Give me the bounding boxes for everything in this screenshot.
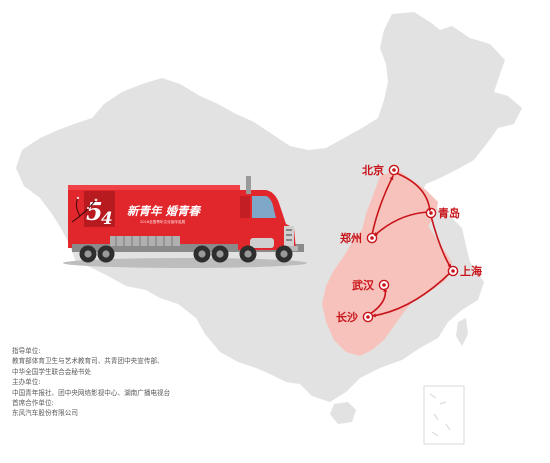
route-arrowhead (374, 232, 379, 236)
plum-blossom-icon (71, 197, 97, 223)
city-label-shanghai: 上海 (460, 264, 482, 278)
city-marker-dot (370, 236, 374, 240)
credits-line: 首席合作单位: (12, 399, 54, 408)
truck-logo-number: 5 (86, 197, 103, 226)
city-label-beijing: 北京 (362, 163, 384, 177)
route-qingdao-zhengzhou (373, 211, 429, 237)
route-arrowhead (383, 288, 388, 292)
city-label-qingdao: 青岛 (438, 206, 460, 220)
credits-line: 中国青年报社、团中央网络影视中心、湖南广播电视台 (12, 388, 171, 397)
truck-chassis (72, 244, 304, 252)
truck-banner-subtitle: 2018全国青年文化宣传巡展 (140, 219, 185, 224)
city-marker-dot (429, 211, 433, 215)
city-label-changsha: 长沙 (336, 310, 358, 324)
truck-illustration: 5 4 新青年 婚青春 2018全国青年文化宣传巡展 (63, 176, 307, 268)
credits-block: 指导单位: 教育部体育卫生与艺术教育司、共青团中央宣传部、中华全国学生联合会秘书处… (12, 346, 312, 419)
route-arrowhead (447, 263, 451, 268)
city-label-wuhan: 武汉 (352, 278, 375, 292)
truck-exhaust (246, 176, 251, 194)
truck-logo-block (84, 191, 115, 227)
truck-logo-number-2: 4 (101, 209, 113, 229)
credits-line: 教育部体育卫生与艺术教育司、共青团中央宣传部、 (12, 357, 164, 366)
credits-line: 东风汽车股份有限公司 (12, 409, 78, 418)
route-arrowhead (427, 208, 432, 212)
route-arrowhead (372, 313, 376, 318)
credits-line: 指导单位: (12, 347, 41, 355)
highlight-region (322, 170, 452, 356)
truck-banner-title: 新青年 婚青春 (127, 204, 202, 218)
credits-line: 中华全国学生联合会秘书处 (12, 367, 92, 376)
hainan-island (330, 402, 356, 424)
city-marker-dot (392, 168, 396, 172)
city-marker-dot (382, 283, 386, 287)
truck-fuel-tank (250, 238, 274, 248)
route-shanghai-changsha (371, 271, 452, 317)
truck-wheels (79, 245, 293, 263)
route-beijing-qingdao (395, 172, 431, 213)
taiwan-island (456, 318, 468, 346)
city-marker-dot (366, 315, 370, 319)
south-china-sea-inset (423, 385, 465, 445)
blossom-dots (76, 196, 98, 210)
route-arrowhead (389, 176, 394, 181)
city-marker-dot (451, 269, 455, 273)
route-zhengzhou-beijing (371, 175, 394, 236)
credits-line: 主办单位: (12, 378, 41, 387)
city-label-zhengzhou: 郑州 (340, 231, 362, 245)
truck-window (252, 196, 276, 218)
